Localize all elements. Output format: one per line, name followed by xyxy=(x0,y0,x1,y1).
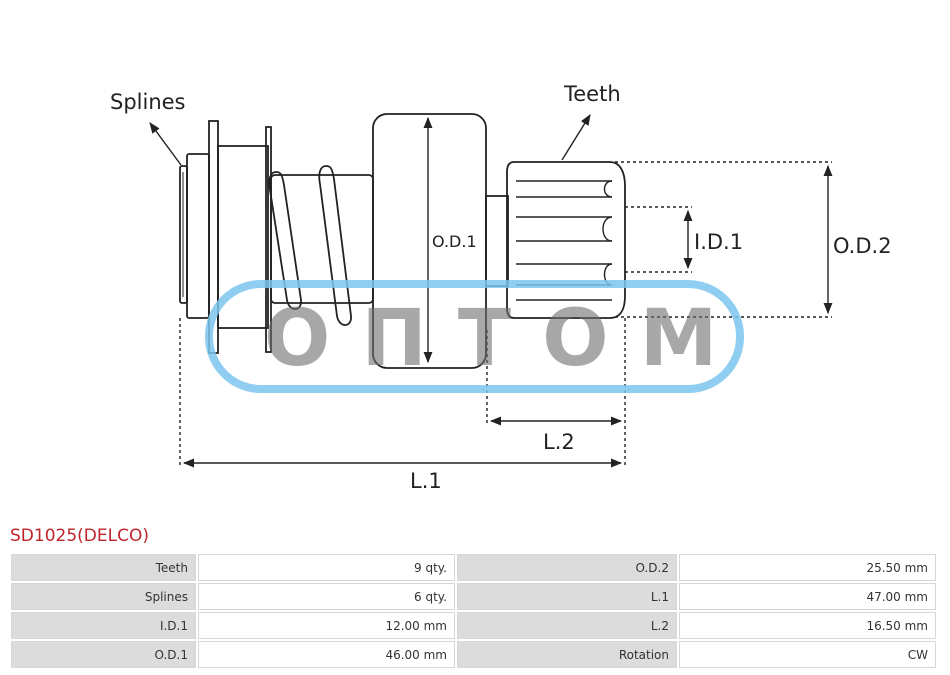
id1-label: I.D.1 xyxy=(694,230,743,254)
spec-value: 25.50 mm xyxy=(679,554,936,581)
od1-label: O.D.1 xyxy=(432,232,477,251)
spec-key: L.2 xyxy=(457,612,677,639)
spec-value: 16.50 mm xyxy=(679,612,936,639)
dimension-lines xyxy=(149,114,833,468)
spec-value: 47.00 mm xyxy=(679,583,936,610)
table-row: I.D.1 12.00 mm L.2 16.50 mm xyxy=(11,612,936,639)
splines-label: Splines xyxy=(110,90,186,114)
spec-key: L.1 xyxy=(457,583,677,610)
pinion-shaft xyxy=(485,195,509,287)
l1-label: L.1 xyxy=(410,469,442,493)
watermark: О П Т О М xyxy=(205,280,744,393)
spec-key: I.D.1 xyxy=(11,612,196,639)
spec-value: 46.00 mm xyxy=(198,641,455,668)
spec-key: O.D.1 xyxy=(11,641,196,668)
teeth-label: Teeth xyxy=(563,82,621,106)
table-row: Splines 6 qty. L.1 47.00 mm xyxy=(11,583,936,610)
watermark-text: О П Т О М xyxy=(264,294,719,384)
watermark-ring xyxy=(205,280,744,393)
spline-hub xyxy=(179,120,272,354)
spec-table: Teeth 9 qty. O.D.2 25.50 mm Splines 6 qt… xyxy=(9,552,938,670)
table-row: Teeth 9 qty. O.D.2 25.50 mm xyxy=(11,554,936,581)
spec-value: 9 qty. xyxy=(198,554,455,581)
spec-key: Teeth xyxy=(11,554,196,581)
spec-value: 12.00 mm xyxy=(198,612,455,639)
spec-value: CW xyxy=(679,641,936,668)
od2-label: O.D.2 xyxy=(833,234,892,258)
spec-value: 6 qty. xyxy=(198,583,455,610)
spec-key: O.D.2 xyxy=(457,554,677,581)
spec-key: Splines xyxy=(11,583,196,610)
spec-key: Rotation xyxy=(457,641,677,668)
l2-label: L.2 xyxy=(543,430,575,454)
table-row: O.D.1 46.00 mm Rotation CW xyxy=(11,641,936,668)
part-title: SD1025(DELCO) xyxy=(10,526,149,546)
starter-drive-diagram: Splines Teeth O.D.1 I.D.1 O.D.2 L.2 L.1 … xyxy=(110,82,892,493)
